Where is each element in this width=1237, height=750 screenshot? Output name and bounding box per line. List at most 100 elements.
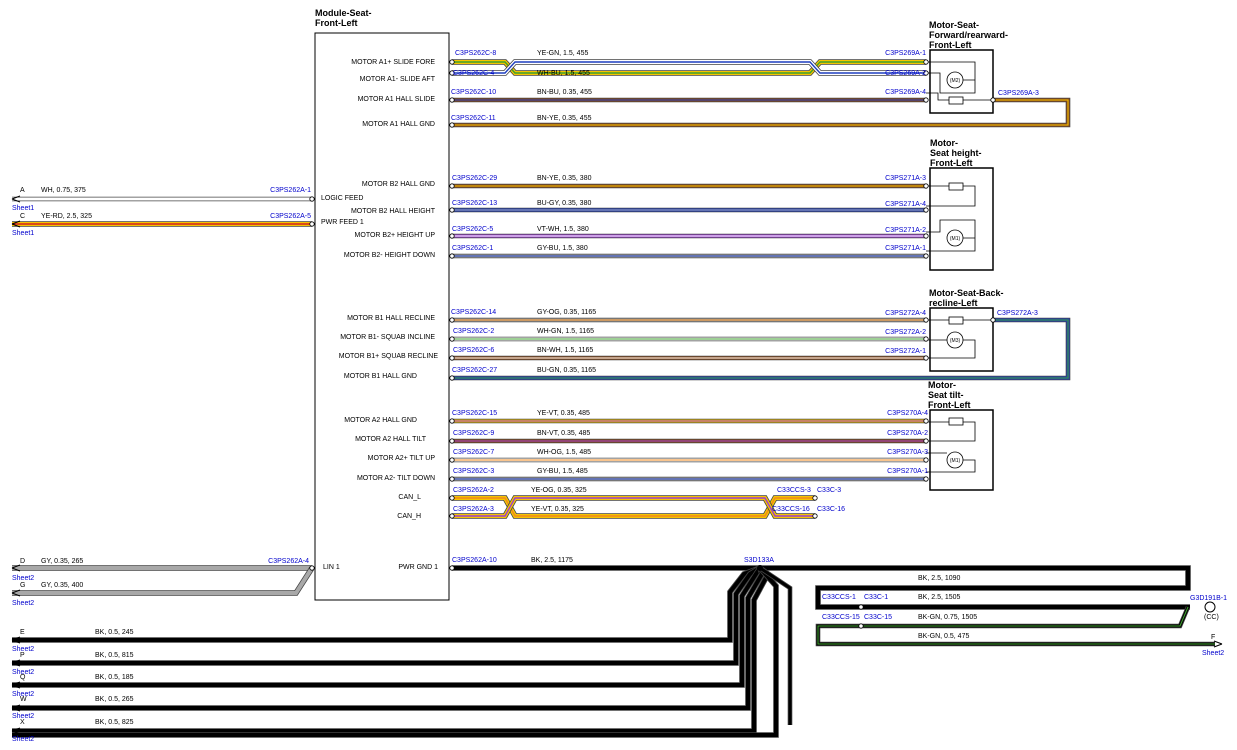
pin-terminal: [449, 418, 455, 424]
connector-label: C3PS271A-2: [885, 227, 926, 234]
wire-bk[interactable]: [12, 566, 779, 738]
component-title: Forward/rearward-: [929, 30, 1008, 40]
motor-seat-height[interactable]: Motor- Seat height- Front-Left (M1): [926, 138, 994, 271]
wire-label: BK, 0.5, 825: [95, 719, 134, 726]
sheet-link[interactable]: Sheet2: [12, 669, 34, 676]
offsheet-letter: P: [20, 652, 25, 659]
wire-ye-gn[interactable]: [452, 59, 926, 76]
pin-terminal: [449, 565, 455, 571]
pin-label: MOTOR B2+ HEIGHT UP: [355, 232, 436, 239]
wire-label: BN-WH, 1.5, 1165: [537, 347, 593, 354]
connector-label: C3PS262C-4: [453, 70, 494, 77]
sheet-link[interactable]: Sheet2: [1202, 650, 1224, 657]
connector-label: C3PS262C-15: [452, 410, 497, 417]
connector-label: C3PS272A-2: [885, 329, 926, 336]
offsheet-letter: C: [20, 213, 25, 220]
pin-terminal: [923, 418, 929, 424]
connector-labels: C3PS262C-8 C3PS262C-4 C3PS262C-10 C3PS26…: [268, 50, 1227, 621]
pin-label: MOTOR A1+ SLIDE FORE: [351, 59, 435, 66]
connector-label: C3PS262C-29: [452, 175, 497, 182]
wire-label: BK, 0.5, 265: [95, 696, 134, 703]
pin-terminal: [923, 97, 929, 103]
pin-label: MOTOR A2- TILT DOWN: [357, 475, 435, 482]
sheet-link[interactable]: Sheet2: [12, 691, 34, 698]
sheet-link[interactable]: Sheet2: [12, 600, 34, 607]
pin-terminal: [449, 355, 455, 361]
wire-ye-vt[interactable]: [452, 495, 815, 519]
motor-seat-tilt[interactable]: Motor- Seat tilt- Front-Left (M1): [926, 380, 994, 491]
pin-label: MOTOR A2 HALL TILT: [355, 436, 427, 443]
connector-label: C3PS262C-5: [452, 226, 493, 233]
connector-label: C3PS262C-8: [455, 50, 496, 57]
sheet-link[interactable]: Sheet2: [12, 713, 34, 720]
component-title: Front-Left: [929, 40, 972, 50]
module-seat-front-left-box[interactable]: [314, 32, 450, 601]
arrow-left-icon: [11, 681, 21, 689]
pin-label: LIN 1: [323, 564, 340, 571]
arrow-left-icon: [11, 195, 21, 203]
pin-label: MOTOR A1- SLIDE AFT: [360, 76, 436, 83]
connector-label: C3PS262C-3: [453, 468, 494, 475]
offsheet-letter: A: [20, 187, 25, 194]
connector-label: C3PS262A-3: [453, 506, 494, 513]
sheet-link[interactable]: Sheet2: [12, 646, 34, 653]
offsheet-letter: X: [20, 719, 25, 726]
sheet-link[interactable]: Sheet2: [12, 575, 34, 582]
pin-terminal: [449, 317, 455, 323]
connector-label: C3PS272A-4: [885, 310, 926, 317]
hall-sensor-symbol: [948, 182, 964, 191]
wire-bk[interactable]: [758, 566, 793, 725]
wire-label: BK, 0.5, 245: [95, 629, 134, 636]
pin-label: LOGIC FEED: [321, 195, 363, 202]
pin-label: MOTOR A1 HALL SLIDE: [358, 96, 436, 103]
offsheet-references[interactable]: A Sheet1 C Sheet1 D Sheet2 G Sheet2 E Sh…: [12, 187, 1224, 743]
arrow-left-icon: [11, 589, 21, 597]
wire-label: YE-VT, 0.35, 485: [537, 410, 590, 417]
module-pin-labels: MOTOR A1+ SLIDE FORE MOTOR A1- SLIDE AFT…: [321, 59, 438, 571]
connector-label: C3PS271A-3: [885, 175, 926, 182]
pin-terminal: [923, 438, 929, 444]
wire-label: BK, 2.5, 1090: [918, 575, 961, 582]
pin-terminal: [449, 476, 455, 482]
arrow-left-icon: [11, 564, 21, 572]
wire-label: GY-BU, 1.5, 380: [537, 245, 588, 252]
connector-label: C3PS269A-4: [885, 89, 926, 96]
motor-seat-forward-rearward[interactable]: Motor-Seat- Forward/rearward- Front-Left…: [926, 20, 1008, 114]
wire-ye-og[interactable]: [452, 495, 815, 519]
pin-label: MOTOR A1 HALL GND: [362, 121, 435, 128]
pin-terminal: [449, 59, 455, 65]
pin-label: PWR GND 1: [398, 564, 438, 571]
wire-label: YE-GN, 1.5, 455: [537, 50, 588, 57]
wire-bk[interactable]: [12, 565, 762, 666]
wire-bk[interactable]: [452, 565, 1191, 610]
splice-point: [757, 565, 763, 571]
connector-label: C3PS262C-13: [452, 200, 497, 207]
pin-label: CAN_H: [397, 513, 421, 520]
connector-label: C3PS271A-1: [885, 245, 926, 252]
hall-sensor-symbol: [948, 316, 964, 325]
connector-label: C3PS270A-1: [887, 468, 928, 475]
arrow-left-icon: [11, 704, 21, 712]
wire-bu-gn[interactable]: [452, 317, 1071, 381]
motor-label: (M1): [950, 458, 961, 464]
arrow-right-icon: [1213, 640, 1223, 648]
wire-bn-ye[interactable]: [452, 97, 1071, 128]
sheet-link[interactable]: Sheet1: [12, 205, 34, 212]
wire-wh-bu[interactable]: [452, 59, 926, 76]
wire-bk[interactable]: [12, 566, 763, 688]
sheet-link[interactable]: Sheet1: [12, 230, 34, 237]
arrow-left-icon: [11, 220, 21, 228]
wire-gy[interactable]: [12, 566, 315, 596]
wire-label: BK-GN, 0.5, 475: [918, 633, 969, 640]
sheet-link[interactable]: Sheet2: [12, 736, 34, 743]
wire-label: BK, 0.5, 815: [95, 652, 134, 659]
motor-seat-back-recline[interactable]: Motor-Seat-Back- recline-Left (M3): [926, 288, 1004, 372]
connector-label: C3PS269A-1: [885, 50, 926, 57]
connector-label: C3PS271A-4: [885, 201, 926, 208]
wire-label: GY-OG, 0.35, 1165: [537, 309, 596, 316]
pin-terminal: [812, 495, 818, 501]
wire-bk-gn[interactable]: [815, 606, 1215, 647]
wire-spec-labels: YE-GN, 1.5, 455 WH-BU, 1.5, 455 BN-BU, 0…: [41, 50, 977, 726]
motor-label: (M3): [950, 338, 961, 344]
connector-label: C3PS262A-4: [268, 558, 309, 565]
